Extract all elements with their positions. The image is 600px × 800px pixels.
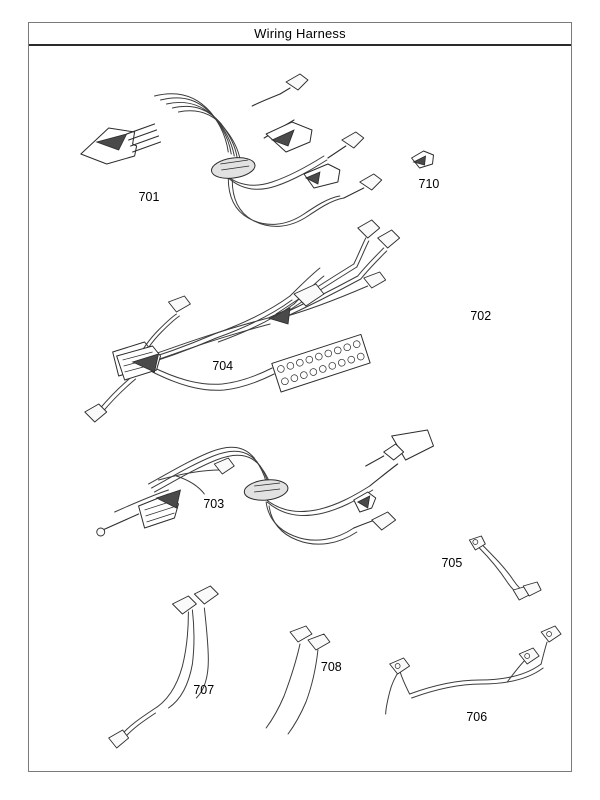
part-label-701: 701 — [139, 190, 160, 204]
page-title: Wiring Harness — [254, 26, 346, 41]
part-707[interactable]: 707 — [108, 585, 219, 749]
diagram-canvas: 701 710 — [29, 46, 571, 772]
part-label-710: 710 — [419, 177, 440, 191]
part-706[interactable]: 706 — [385, 625, 562, 724]
diagram-page: Wiring Harness — [28, 22, 572, 772]
part-label-706: 706 — [466, 710, 487, 724]
part-label-705: 705 — [441, 556, 462, 570]
parts-illustration: 701 710 — [80, 73, 562, 749]
part-703[interactable]: 703 — [96, 429, 435, 545]
part-708[interactable]: 708 — [265, 625, 342, 735]
part-label-702: 702 — [470, 309, 491, 323]
part-label-708: 708 — [321, 660, 342, 674]
part-702[interactable]: 702 — [112, 219, 492, 393]
part-701[interactable]: 701 — [80, 73, 383, 227]
part-705[interactable]: 705 — [441, 535, 542, 601]
part-704[interactable]: 704 — [84, 267, 325, 423]
title-bar: Wiring Harness — [29, 23, 571, 46]
part-710[interactable]: 710 — [411, 150, 440, 191]
part-label-707: 707 — [193, 683, 214, 697]
part-label-704: 704 — [212, 359, 233, 373]
part-label-703: 703 — [203, 497, 224, 511]
